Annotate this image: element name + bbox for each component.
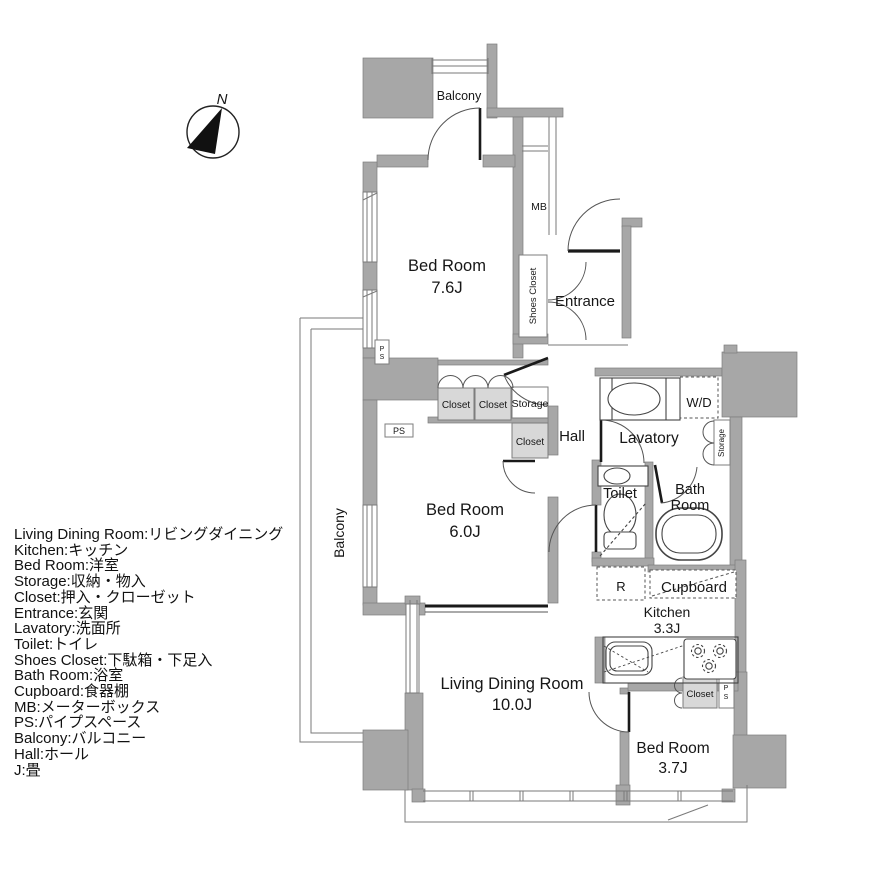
ps-kitchen-box [718,676,735,709]
ps-top-l1: P [380,346,385,353]
kitchen-closet-folding-arcs [674,677,683,709]
kitchen-size: 3.3J [654,620,680,636]
legend: Living Dining Room:リビングダイニング Kitchen:キッチ… [14,527,324,778]
washer-dryer-box [679,376,719,419]
ps-mid-box [384,423,414,438]
legend-line: Living Dining Room:リビングダイニング [14,526,284,543]
toilet-label: Toilet [603,486,637,502]
closet-2-box [474,387,512,421]
bedroom76-door-leaf [503,356,549,377]
room-labels: Balcony Bed Room 7.6J MB Shoes Closet En… [331,89,729,777]
entrance-label: Entrance [555,293,615,310]
bedroom76-name: Bed Room [408,257,486,275]
toilet-door-arc [548,504,597,553]
walls [362,43,798,806]
shoes-closet-box [518,254,548,338]
legend-line: Bed Room:洋室 [14,557,120,575]
legend-line: Storage:収納・物入 [14,573,146,591]
fixtures [597,377,739,684]
ps-kitchen-l1: P [724,685,729,692]
lavatory-label: Lavatory [619,430,679,447]
ldr-size: 10.0J [492,696,532,714]
bathroom-line2: Room [671,498,710,514]
bedroom37-door-arc [588,691,630,733]
closet-2-label: Closet [479,400,508,411]
legend-line: Lavatory:洗面所 [14,620,121,638]
burner-icon [690,643,706,659]
legend-line: Bath Room:浴室 [14,667,124,685]
kitchen-name: Kitchen [644,604,691,620]
stove [683,638,737,680]
bedroom37-size: 3.7J [658,760,687,777]
legend-line: MB:メーターボックス [14,698,161,716]
cupboard-box [649,569,737,599]
compass-north-label: N [217,91,228,108]
burner-icon [701,658,717,674]
legend-line: Balcony:バルコニー [14,730,147,748]
lavatory-door-arc [600,419,645,464]
ldr-name: Living Dining Room [440,675,583,693]
closet-folding-door-arcs [437,375,514,389]
door-leaves [425,108,664,732]
storage-side-label: Storage [717,428,726,457]
storage-folding-arcs [702,420,715,466]
lavatory-sink [599,377,681,421]
closet-kitchen-label: Closet [687,689,714,700]
legend-line: Hall:ホール [14,745,90,763]
entrance-door-arc [567,198,621,252]
refrigerator-box [596,566,646,601]
bedroom60-size: 6.0J [449,523,480,541]
storage-boxes [374,254,735,709]
balcony-left-label: Balcony [331,508,347,558]
hall-label: Hall [559,428,585,445]
shoes-closet-label: Shoes Closet [528,267,539,324]
bath-door-arc [660,466,698,504]
closet-kitchen-box [682,676,718,709]
bedroom76-size: 7.6J [431,279,462,297]
shoes-closet-door-arc-2 [547,301,587,341]
legend-line: Cupboard:食器棚 [14,683,130,701]
mb-label: MB [531,201,547,213]
north-arrow-icon [187,108,222,154]
burner-icon [712,643,728,659]
legend-line: Toilet:トイレ [14,635,99,653]
closet-1-label: Closet [442,400,471,411]
bedroom37-name: Bed Room [636,740,709,757]
closet-3-box [511,422,549,459]
ps-top-box [374,339,390,365]
kitchen-sink [602,636,739,684]
ps-kitchen-l2: S [724,694,729,701]
closet-1-box [437,387,475,421]
legend-line: Entrance:玄関 [14,604,109,622]
legend-line: Shoes Closet:下駄箱・下足入 [14,651,213,669]
ps-top-l2: S [380,354,385,361]
legend-line: J:畳 [14,761,41,779]
bathtub [655,507,723,561]
compass: N [186,91,240,159]
bathroom-line1: Bath [675,482,705,498]
door-arcs [427,107,715,733]
windows [299,58,748,823]
storage-top-box [511,386,549,419]
bedroom60-door-arc [502,460,536,494]
toilet-fixture [597,465,649,557]
cupboard-label: Cupboard [661,579,727,596]
bedroom60-name: Bed Room [426,501,504,519]
closet-3-label: Closet [516,437,545,448]
ps-mid-label: PS [393,426,405,436]
bedroom76-door-arc [503,374,549,406]
legend-line: Kitchen:キッチン [14,541,129,559]
compass-circle [186,105,240,159]
wd-label: W/D [686,395,711,410]
dashed-boxes [596,376,737,601]
balcony-door-arc [427,107,481,161]
bath-door-leaf [653,464,664,504]
balcony-top-label: Balcony [437,89,482,103]
storage-top-label: Storage [512,398,549,410]
shoes-closet-door-arc-1 [547,261,587,301]
refrigerator-label: R [616,579,625,594]
legend-line: Closet:押入・クローゼット [14,588,196,606]
legend-line: PS:パイプスペース [14,714,142,732]
